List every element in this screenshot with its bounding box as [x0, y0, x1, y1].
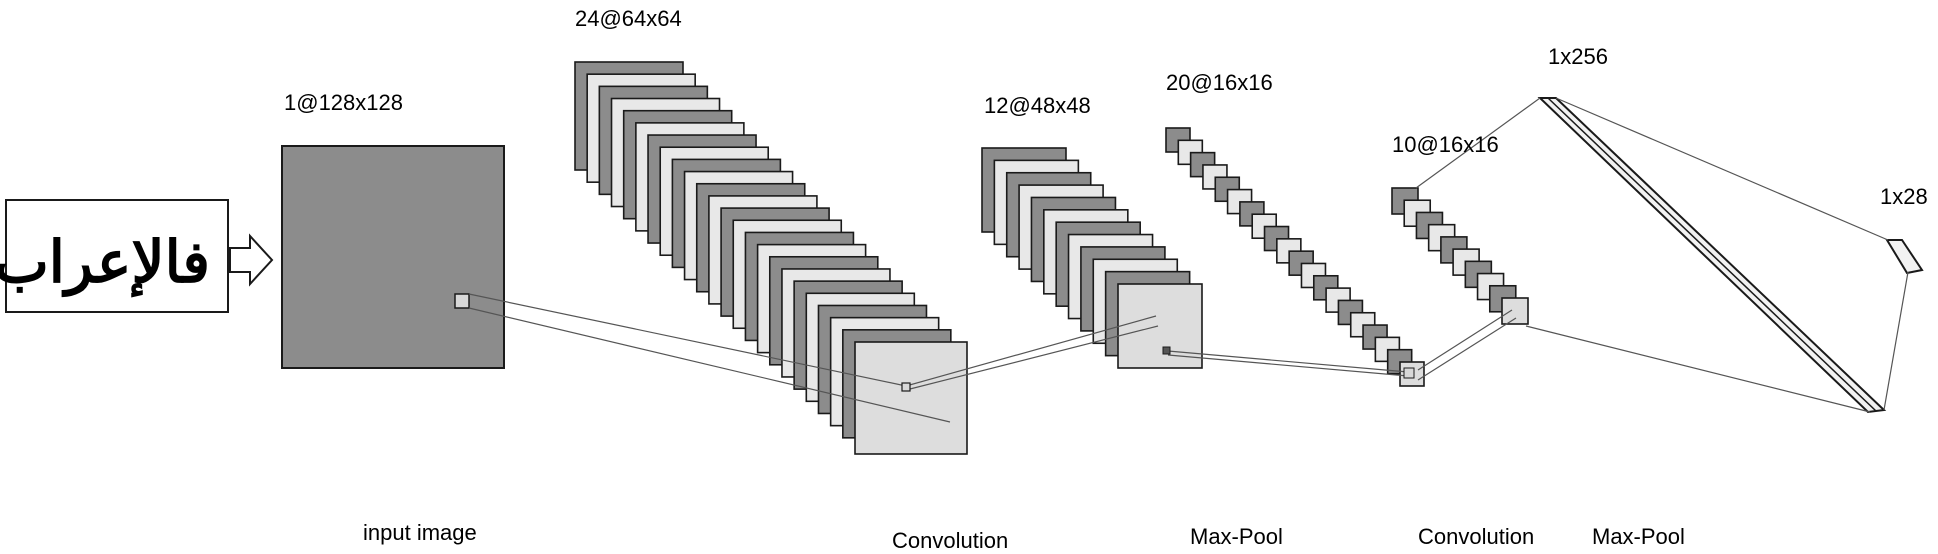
caption-pool2: Max-Pool: [1592, 524, 1685, 549]
fc-28-layer: [1885, 239, 1924, 275]
receptive-field-3: [1162, 346, 1171, 355]
input-feature-map: [281, 145, 505, 369]
layer-label-conv1: 24@64x64: [575, 6, 682, 31]
pool1-feature-maps: [981, 147, 1203, 369]
fc-256-layer: [1537, 97, 1887, 414]
caption-conv2: Convolution: [1418, 524, 1535, 549]
layer-label-input: 1@128x128: [284, 90, 403, 115]
conv2-feature-maps: [1165, 127, 1425, 387]
connection-lines: [468, 97, 1909, 423]
input-word: فالإعراب: [0, 228, 210, 298]
receptive-field-2: [901, 382, 911, 392]
pool2-map-10: [1501, 297, 1529, 325]
conv1-map-24: [854, 341, 968, 455]
caption-pool1: Max-Pool: [1190, 524, 1283, 549]
input-image-box: فالإعراب: [0, 199, 229, 313]
layer-label-pool1: 12@48x48: [984, 93, 1091, 118]
input-arrow: [229, 233, 274, 287]
conv1-feature-maps: [574, 61, 968, 455]
layer-label-fc28: 1x28: [1880, 184, 1928, 209]
caption-input: input image: [363, 520, 477, 545]
pool1-map-12: [1117, 283, 1203, 369]
layer-label-conv2: 20@16x16: [1166, 70, 1273, 95]
receptive-field-4: [1403, 367, 1415, 379]
receptive-field-1: [454, 293, 470, 309]
layer-label-fc256: 1x256: [1548, 44, 1608, 69]
pool2-feature-maps: [1391, 187, 1529, 325]
layer-label-pool2: 10@16x16: [1392, 132, 1499, 157]
caption-conv1: Convolution: [892, 528, 1009, 553]
